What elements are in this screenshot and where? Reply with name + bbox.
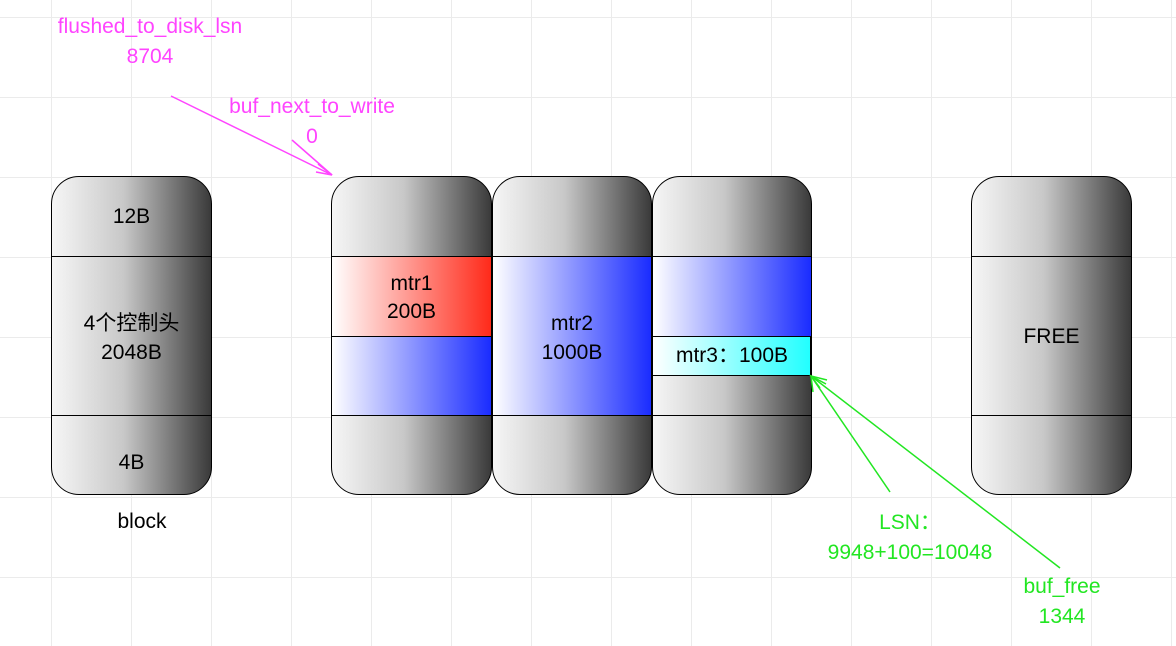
pink-arrowhead	[315, 163, 333, 176]
legend-body-size: 2048B	[101, 341, 162, 364]
legend-body-label: 4个控制头	[83, 312, 180, 335]
mtr2-segment-part3	[653, 256, 811, 336]
log-block-3: mtr3：100B	[652, 176, 812, 495]
mtr2-name: mtr2	[551, 312, 593, 335]
legend-trailer-size: 4B	[118, 451, 145, 474]
legend-divider-bottom	[52, 415, 211, 416]
block1-divider-top	[332, 256, 491, 257]
block2-divider-bottom	[493, 415, 651, 416]
block3-divider-bottom	[653, 415, 811, 416]
mtr1-segment	[332, 256, 491, 336]
lsn-label: LSN： 9948+100=10048	[790, 508, 1030, 568]
legend-block: 12B 4个控制头 2048B 4B	[51, 176, 212, 495]
free-block: FREE	[971, 176, 1132, 495]
flushed-pointer-arrow	[170, 95, 333, 176]
buf-free-pointer-arrow	[810, 375, 1061, 569]
next-write-label-text: buf_next_to_write	[229, 95, 395, 118]
mtr2-segment-part1	[332, 336, 491, 415]
legend-caption: block	[117, 510, 167, 533]
mtr2-segment-part2	[493, 256, 651, 415]
mtr1-size: 200B	[386, 300, 437, 323]
mtr2-size: 1000B	[541, 341, 603, 364]
mtr3-label: mtr3：100B	[675, 344, 789, 367]
block3-divider-top	[653, 256, 811, 257]
lsn-label-text: LSN：	[879, 511, 941, 534]
mtr1-name: mtr1	[390, 272, 433, 295]
buf-next-to-write-label: buf_next_to_write 0	[200, 92, 424, 152]
block1-divider-bottom	[332, 415, 491, 416]
buf-free-label: buf_free 1344	[990, 572, 1134, 632]
free-divider-bottom	[972, 415, 1131, 416]
legend-divider-top	[52, 256, 211, 257]
free-label: FREE	[1023, 325, 1080, 348]
flushed-to-disk-lsn-label: flushed_to_disk_lsn 8704	[30, 12, 270, 72]
buf-free-value-text: 1344	[1038, 605, 1086, 628]
legend-header-size: 12B	[112, 205, 151, 228]
free-divider-top	[972, 256, 1131, 257]
lsn-value-text: 9948+100=10048	[827, 541, 993, 564]
green-arrowhead-2	[809, 374, 828, 389]
mtr3-segment	[653, 336, 811, 376]
log-block-2: mtr2 1000B	[492, 176, 652, 495]
flushed-label-text: flushed_to_disk_lsn	[57, 15, 243, 38]
block1-divider-mid	[332, 336, 491, 337]
next-write-value-text: 0	[306, 125, 318, 148]
flushed-value-text: 8704	[126, 45, 174, 68]
block2-divider-top	[493, 256, 651, 257]
lsn-pointer-arrow	[810, 375, 891, 493]
buf-free-label-text: buf_free	[1023, 575, 1101, 598]
log-block-1: mtr1 200B	[331, 176, 492, 495]
